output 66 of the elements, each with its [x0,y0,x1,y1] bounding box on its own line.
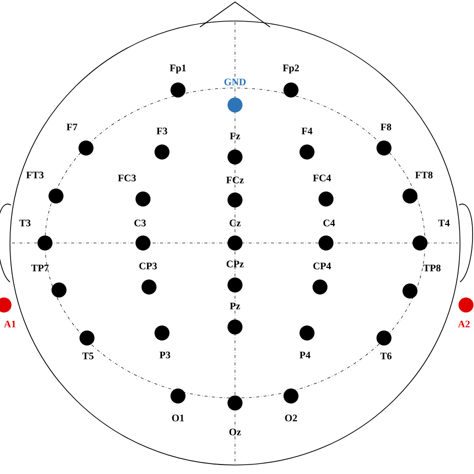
node-label: Fp1 [170,64,186,74]
node-label: C4 [323,220,335,226]
electrode: TP8 [402,264,441,298]
node-label: P4 [300,352,310,358]
electrode: FC3 [118,174,150,206]
node-label: FT3 [26,172,44,178]
node-label: C3 [134,220,146,226]
electrode: T4 [412,220,450,250]
node-label: CP3 [139,262,157,270]
electrode: A1 [0,298,16,328]
node-label: F3 [156,128,168,134]
node-label: F7 [66,124,78,130]
electrode: FT8 [402,172,433,204]
electrode: A2 [458,298,474,328]
electrode: T3 [19,220,52,250]
electrode: Pz [228,302,242,334]
node-label: CPz [226,260,244,268]
electrode: FCz [226,176,244,208]
node-label: T6 [380,352,392,360]
electrode: TP7 [31,264,66,298]
node-label: FC4 [313,174,331,182]
electrode: CPz [226,260,244,292]
electrode: FC4 [313,174,334,206]
node-label: FCz [226,176,244,184]
electrode: Cz [228,220,242,250]
electrode: Fp2 [282,64,299,98]
node-label: Cz [230,220,241,226]
electrode: FT3 [26,172,64,204]
node-label: FT8 [415,172,433,178]
electrode: CP4 [312,262,331,294]
node-label: Oz [229,428,241,436]
electrode: CP3 [139,262,157,294]
electrode: T5 [80,330,94,360]
electrode: F8 [376,124,392,156]
node-label: A2 [458,320,470,328]
node-label: O1 [172,414,184,422]
electrode: C3 [134,220,150,250]
node-label: T4 [438,220,450,226]
node-label: P3 [160,352,170,358]
node-label: TP7 [31,264,49,272]
electrode: Oz [228,396,242,436]
electrode: Fz [228,132,242,164]
node-label: GND [224,78,246,86]
node-label: F8 [380,124,392,130]
electrode: F3 [154,128,170,160]
electrode: O1 [170,388,186,422]
electrode: GND [224,78,246,112]
node-label: TP8 [423,264,441,272]
node-label: Pz [230,302,240,310]
node-label: Fp2 [282,64,299,74]
node-label: F4 [302,128,312,134]
node-label: T3 [19,220,30,226]
electrode: P4 [300,326,314,358]
electrode: O2 [284,388,298,422]
node-label: CP4 [313,262,331,270]
electrode: F7 [66,124,94,156]
node-label: Fz [230,132,240,140]
electrode: F4 [300,128,314,160]
node-label: O2 [285,414,297,422]
node-label: T5 [82,352,94,360]
electrode: Fp1 [170,64,186,98]
node-label: FC3 [118,174,136,182]
electrode: T6 [376,330,392,360]
electrode: P3 [154,326,170,358]
electrode: C4 [318,220,335,250]
node-label: A1 [4,320,16,328]
